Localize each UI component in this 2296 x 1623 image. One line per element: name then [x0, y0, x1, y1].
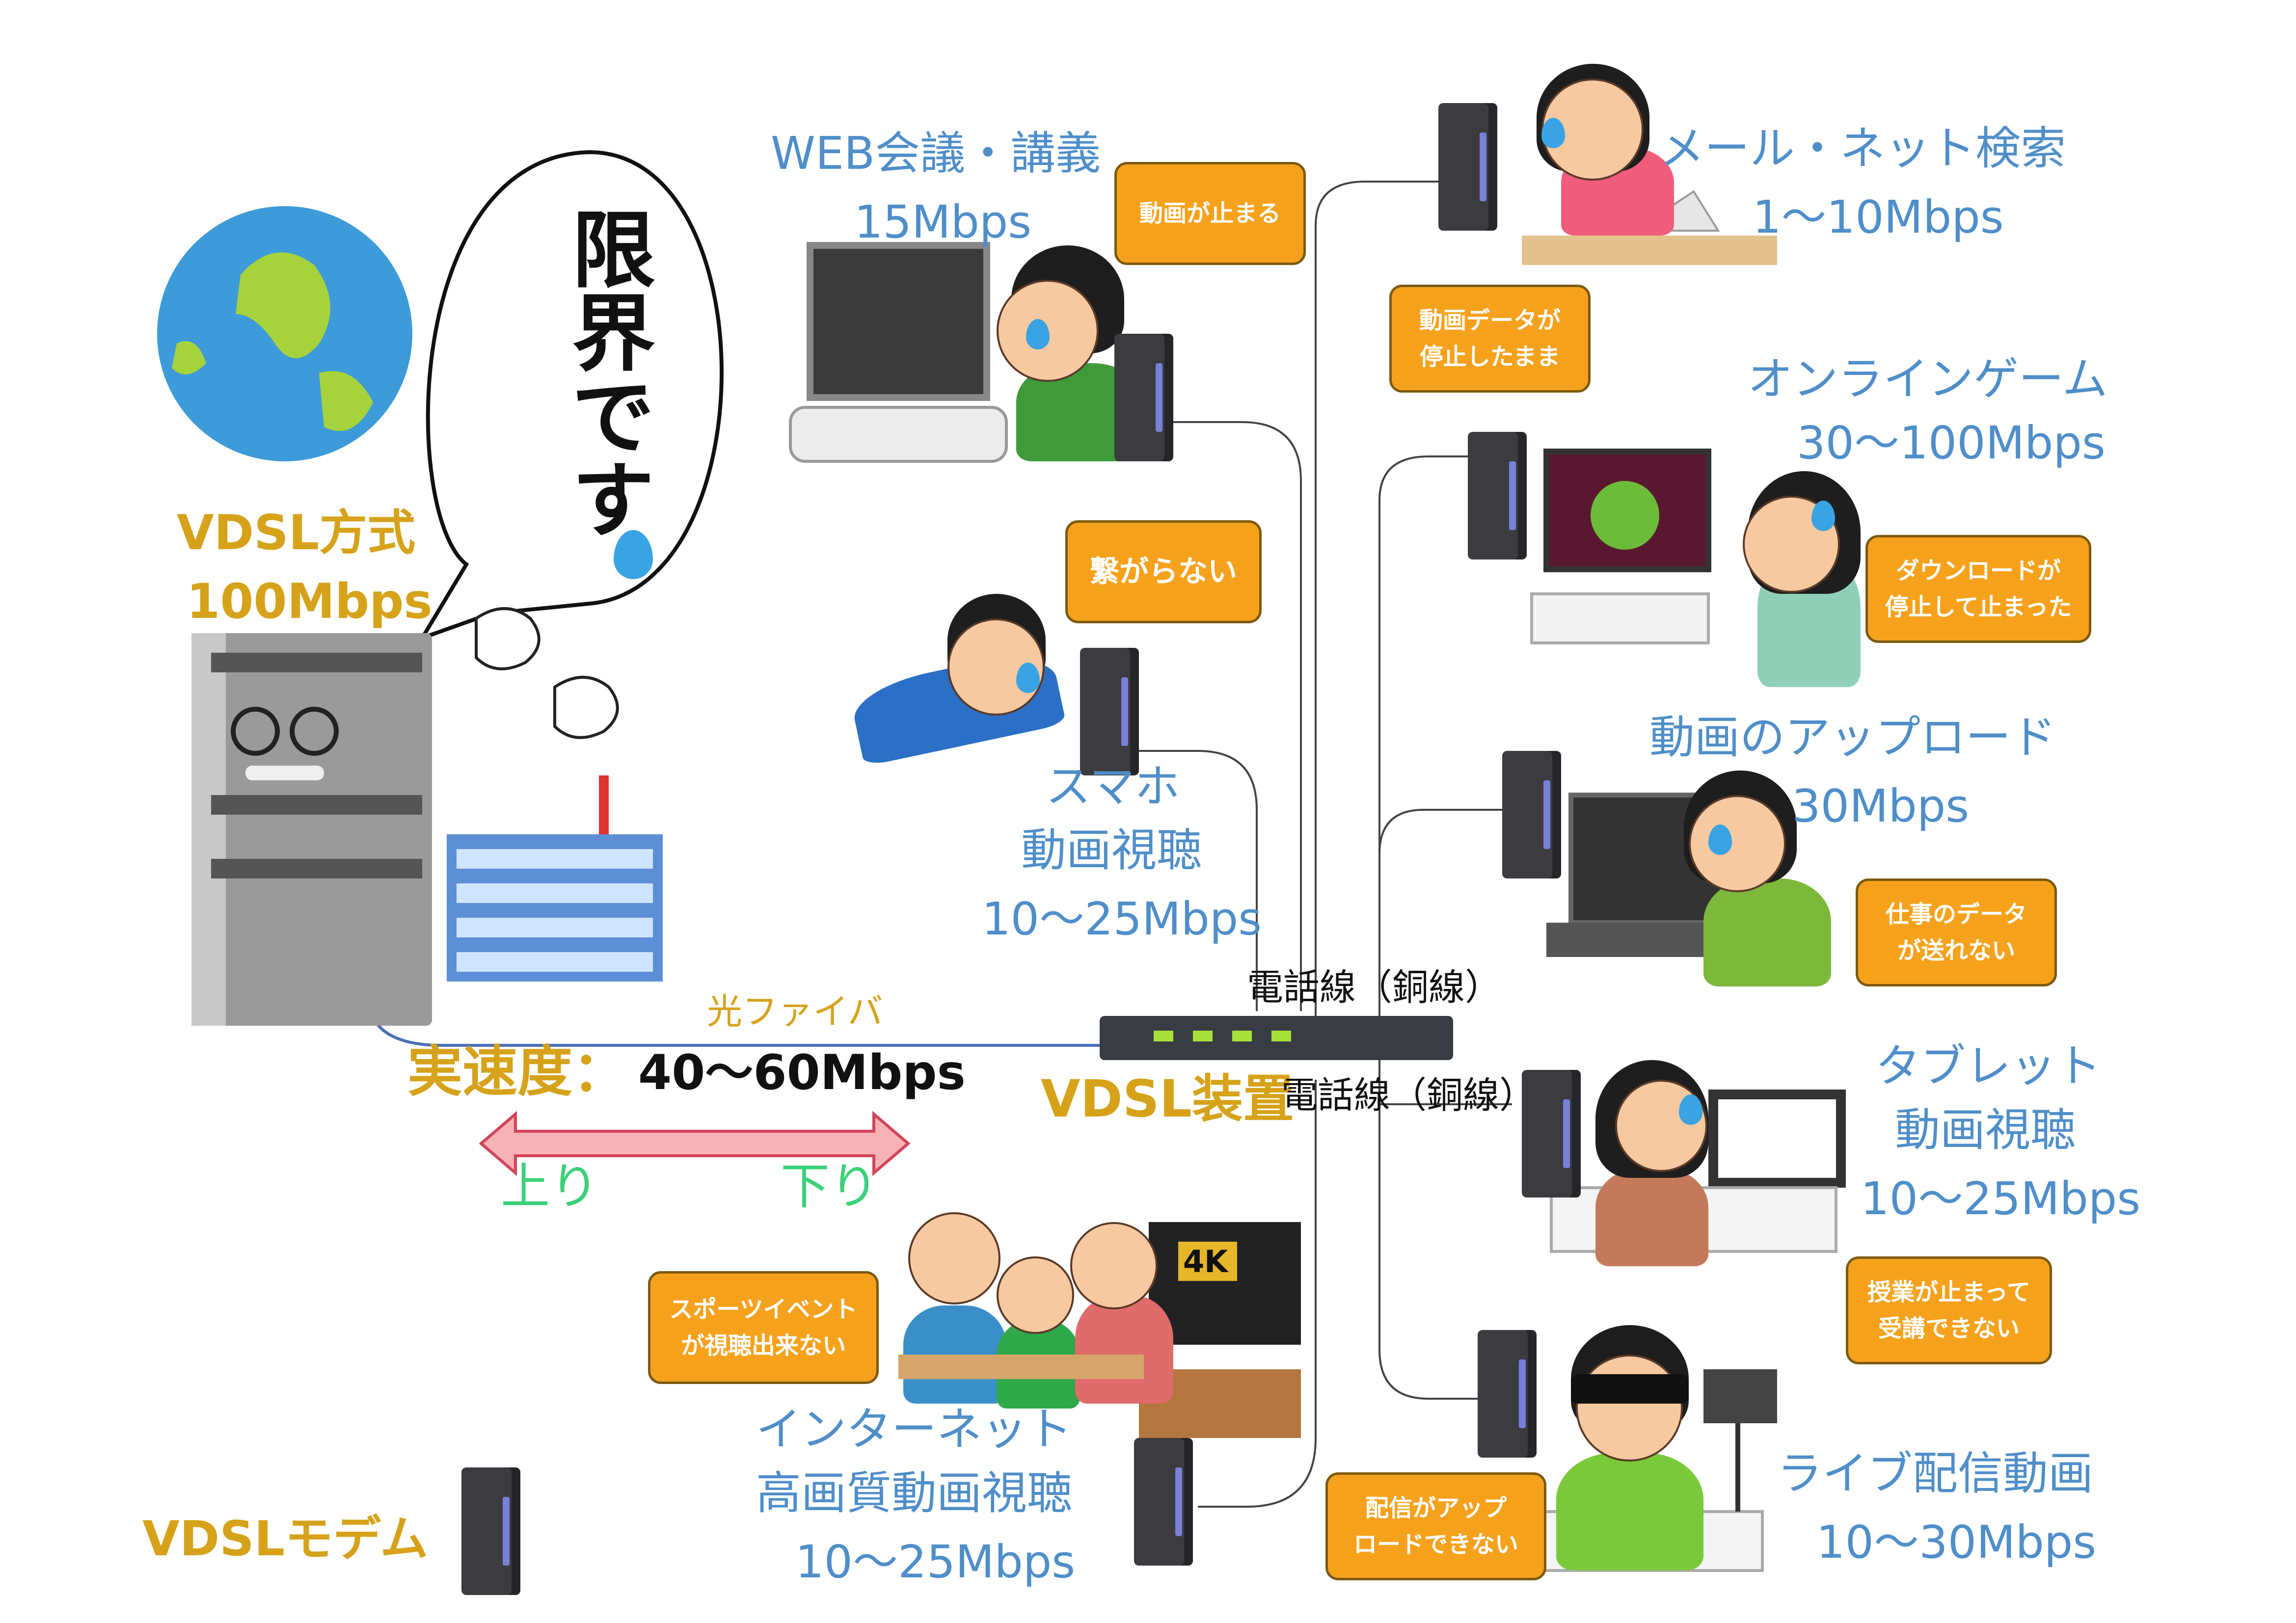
use-tv-name-line2: 高画質動画視聴 — [756, 1467, 1073, 1519]
problem-bubble-game: ダウンロードが 停止して止まった — [1865, 535, 2091, 643]
phone-line-right-trunk — [1378, 455, 1473, 1104]
use-phone-speed: 10〜25Mbps — [982, 893, 1262, 945]
modem-tablet — [1522, 1070, 1581, 1197]
problem-bubble-phone: 繋がらない — [1065, 520, 1262, 623]
download-direction-label: 下り — [781, 1158, 879, 1215]
use-tv-name-line1: インターネット — [756, 1403, 1073, 1456]
problem-text-line: 仕事のデータ — [1885, 900, 2027, 928]
server-tower — [191, 633, 432, 1026]
server-speech: 限界です — [557, 206, 654, 540]
use-mail-speed: 1〜10Mbps — [1753, 191, 2004, 243]
use-mail-name: メール・ネット検索 — [1659, 122, 2066, 175]
modem-web — [1114, 334, 1173, 461]
modem-legend-label: VDSLモデム — [142, 1511, 429, 1567]
problem-text-line: が視聴出来ない — [680, 1332, 846, 1359]
use-live-speed: 10〜30Mbps — [1816, 1516, 2097, 1569]
use-live-name: ライブ配信動画 — [1777, 1447, 2094, 1500]
problem-text-line: 動画データが — [1419, 306, 1561, 334]
problem-bubble-upload: 仕事のデータ が送れない — [1856, 878, 2057, 986]
problem-bubble-tv: スポーツイベント が視聴出来ない — [648, 1271, 879, 1384]
phone-line-branch-phone — [1139, 750, 1258, 1011]
problem-bubble-web-meeting: 動画が止まる — [1114, 162, 1306, 265]
modem-upload — [1502, 751, 1561, 878]
use-tablet-speed: 10〜25Mbps — [1861, 1172, 2141, 1225]
problem-text-line: 動画が止まる — [1139, 199, 1281, 227]
problem-bubble-mail: 動画データが 停止したまま — [1389, 285, 1591, 393]
server-type-label: VDSL方式 — [177, 505, 416, 561]
use-tablet-name-line1: タブレット — [1875, 1040, 2102, 1092]
use-phone-name-line1: スマホ — [1046, 760, 1180, 813]
use-game-speed: 30〜100Mbps — [1797, 417, 2106, 469]
updown-arrow — [479, 1111, 911, 1176]
use-web-meeting-speed: 15Mbps — [854, 196, 1032, 248]
problem-text-line: が送れない — [1897, 937, 2015, 964]
use-phone-name-line2: 動画視聴 — [1021, 824, 1202, 877]
problem-text-line: ダウンロードが — [1895, 557, 2061, 585]
mail-desk — [1522, 236, 1777, 265]
problem-text-line: ロードできない — [1353, 1531, 1518, 1558]
speech-bubble — [417, 150, 724, 642]
modem-game — [1468, 432, 1527, 559]
problem-text-line: 配信がアップ — [1365, 1494, 1507, 1522]
modem-phone — [1080, 648, 1139, 775]
phone-line-left-trunk — [1315, 181, 1443, 1026]
problem-text-line: 停止して止まった — [1885, 593, 2072, 621]
modem-live — [1478, 1330, 1537, 1458]
use-tablet-name-line2: 動画視聴 — [1895, 1104, 2076, 1156]
phone-line-branch-tv — [1198, 1080, 1317, 1508]
problem-text-line: スポーツイベント — [669, 1295, 858, 1323]
problem-text-line: 停止したまま — [1419, 343, 1561, 371]
upload-direction-label: 上り — [501, 1158, 599, 1215]
tv-4k-badge: 4K — [1183, 1244, 1228, 1279]
actual-speed-value: 40〜60Mbps — [638, 1045, 966, 1101]
sweat-drop-icon — [614, 530, 653, 579]
problem-text-line: 繋がらない — [1090, 554, 1237, 589]
problem-bubble-tablet: 授業が止まって 受講できない — [1846, 1256, 2052, 1364]
phone-line-branch-upload — [1378, 809, 1502, 854]
problem-bubble-live: 配信がアップ ロードできない — [1325, 1472, 1546, 1580]
use-tv-speed: 10〜25Mbps — [795, 1536, 1076, 1588]
modem-legend-icon — [461, 1467, 520, 1595]
use-upload-name: 動画のアップロード — [1649, 711, 2056, 764]
use-game-name: オンラインゲーム — [1748, 353, 2108, 405]
actual-speed-label: 実速度： — [407, 1040, 627, 1104]
problem-text-line: 受講できない — [1878, 1315, 2020, 1342]
fiber-label: 光ファイバ — [707, 991, 883, 1032]
server-speed-label: 100Mbps — [187, 574, 432, 630]
conference-screen — [807, 242, 990, 401]
use-upload-speed: 30Mbps — [1792, 780, 1970, 832]
use-web-meeting-name: WEB会議・講義 — [771, 127, 1101, 180]
phone-line-branch-web — [1173, 421, 1302, 1011]
phone-line-branch-live — [1378, 1104, 1478, 1400]
problem-text-line: 授業が止まって — [1867, 1278, 2030, 1306]
modem-tv — [1134, 1438, 1193, 1566]
phone-line-label-upper: 電話線（銅線） — [1247, 966, 1501, 1009]
phone-line-label-lower: 電話線（銅線） — [1281, 1074, 1536, 1117]
vdsl-device-label: VDSL装置 — [1041, 1069, 1294, 1129]
modem-mail — [1438, 103, 1497, 231]
